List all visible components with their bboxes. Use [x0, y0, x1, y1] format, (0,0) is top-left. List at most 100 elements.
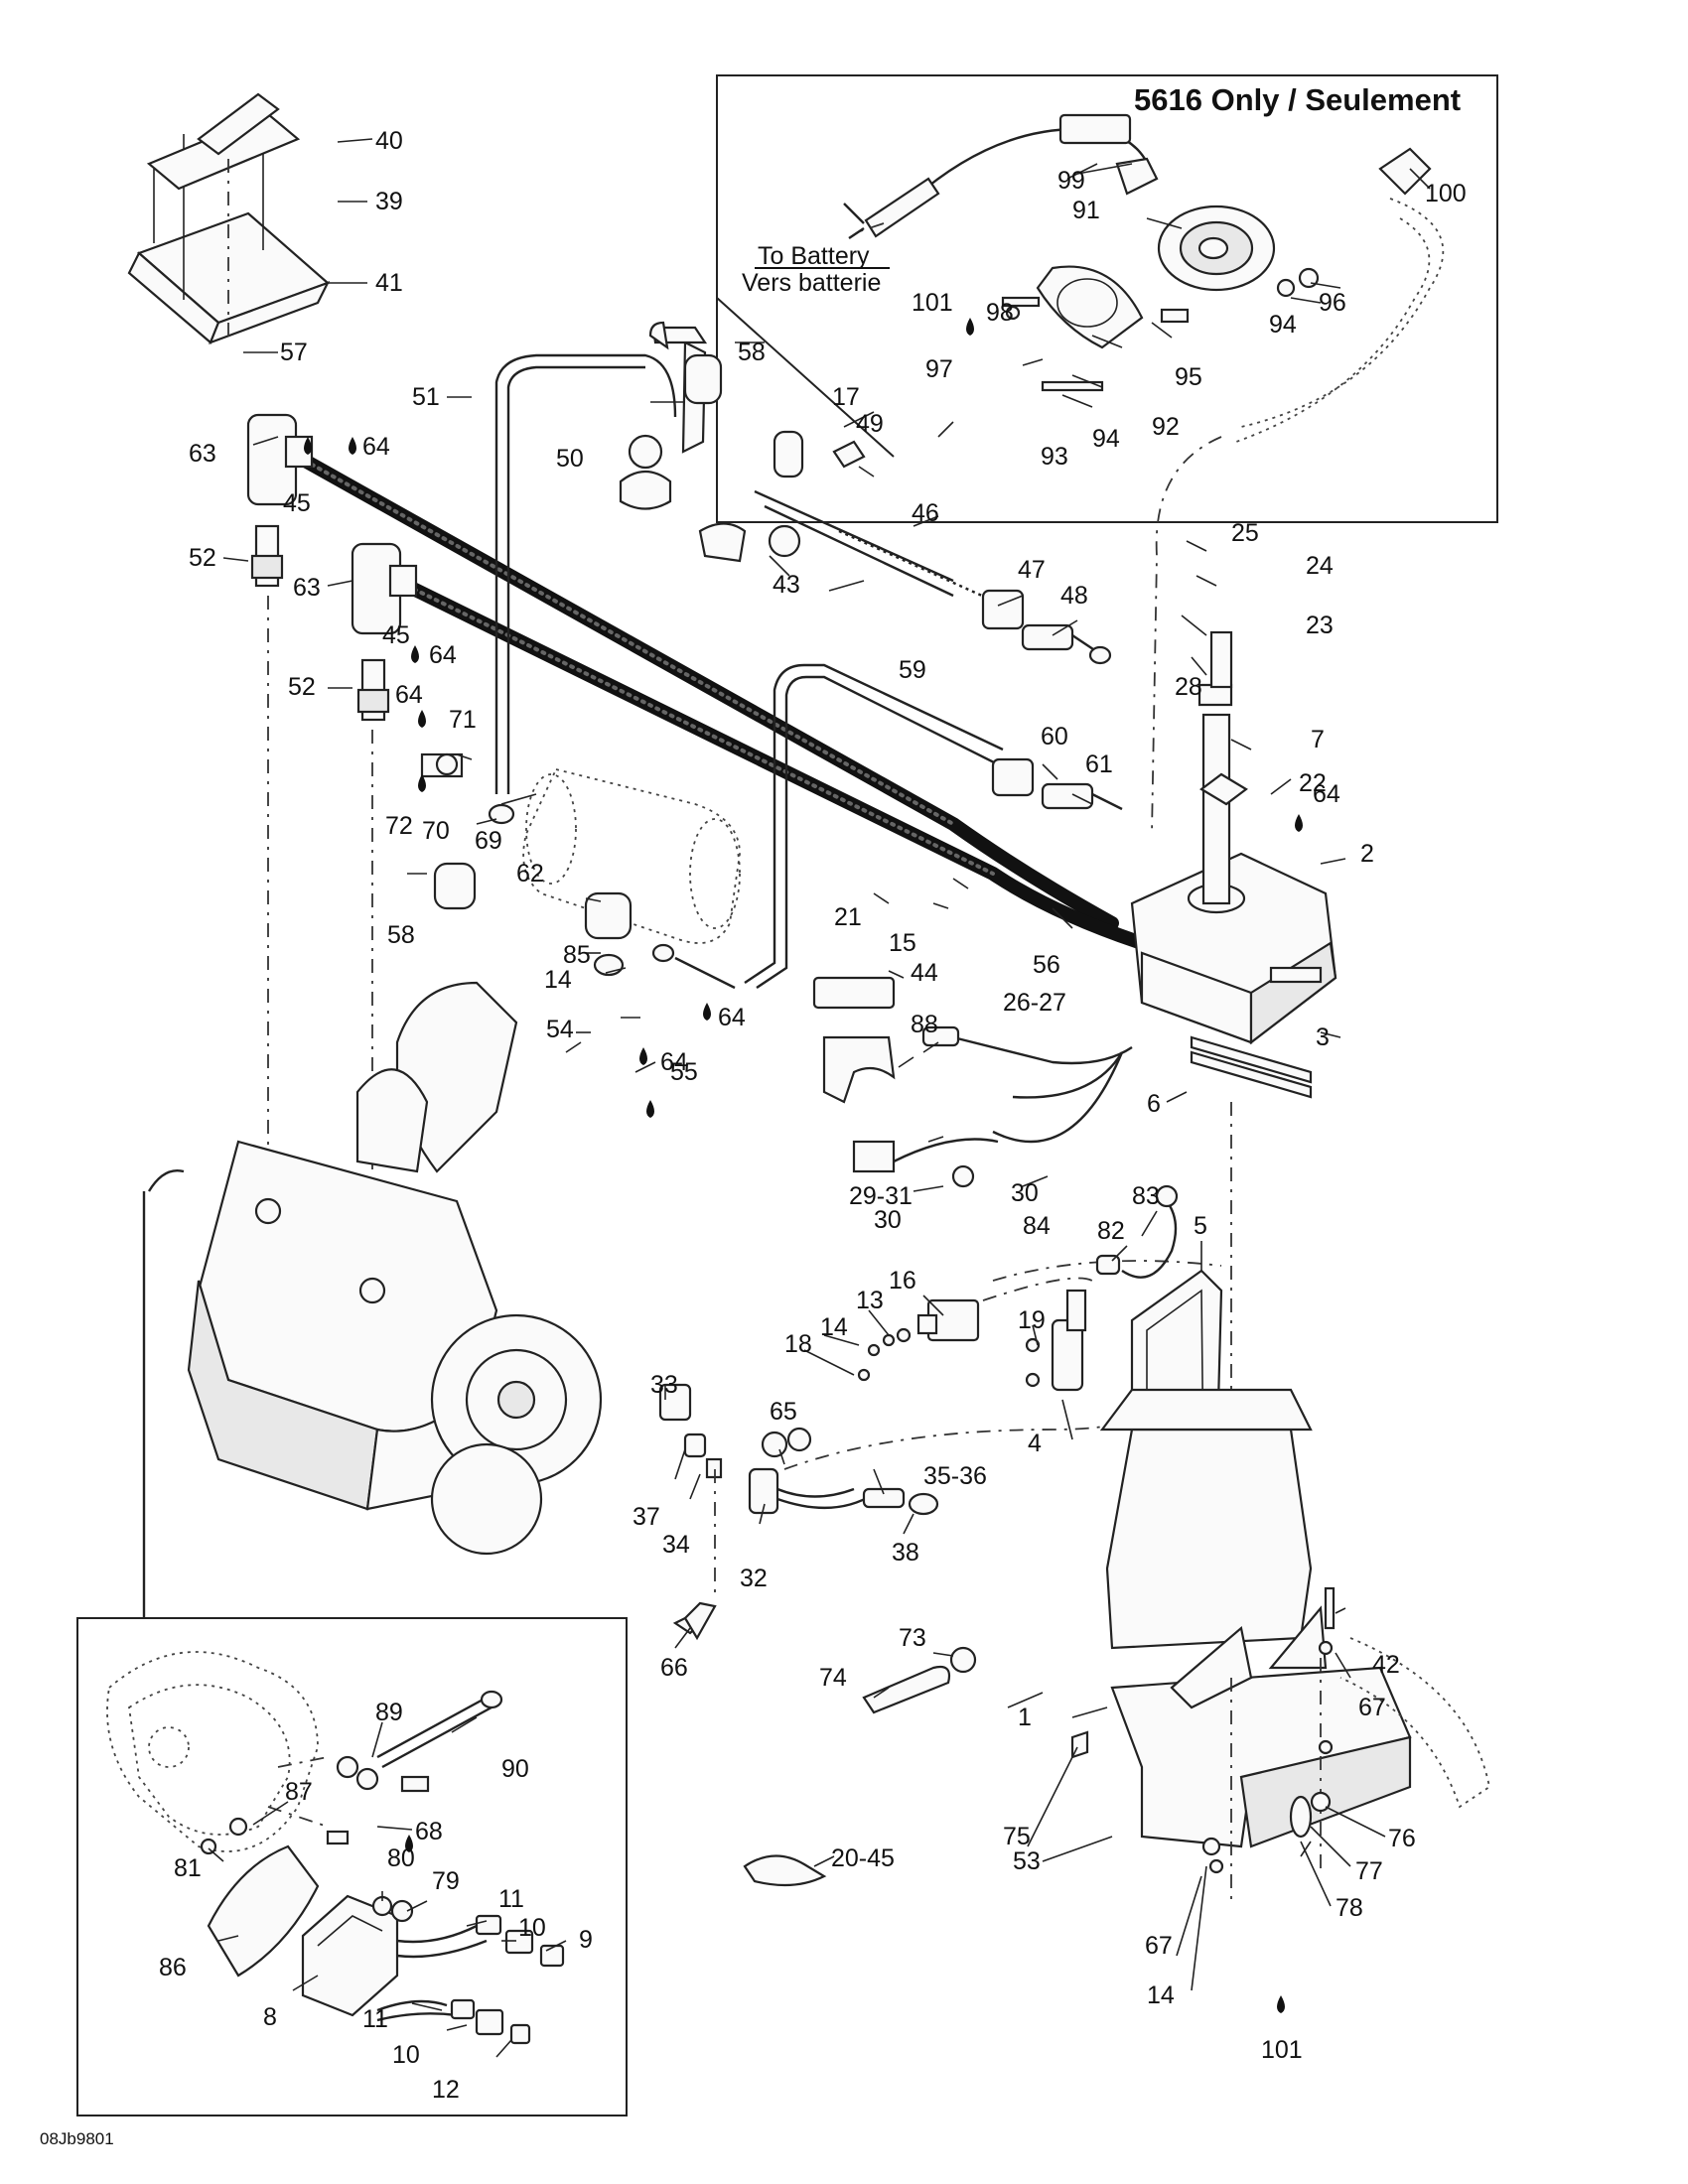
callout-7: 7 — [1311, 726, 1325, 753]
callout-101a: 101 — [912, 289, 953, 317]
ignition-coil — [1051, 1289, 1087, 1392]
bracket-6 — [1190, 1035, 1313, 1099]
callout-90: 90 — [501, 1755, 529, 1783]
callout-37: 37 — [633, 1503, 660, 1531]
tie-wrap-74 — [862, 1665, 951, 1714]
callout-55: 55 — [670, 1058, 698, 1086]
callout-49: 49 — [856, 410, 884, 438]
wing-nut — [648, 321, 669, 350]
spark-plug-1 — [250, 524, 284, 588]
title-5616-only: 5616 Only / Seulement — [1134, 82, 1461, 117]
callout-56: 56 — [1033, 951, 1060, 979]
spark-plug-cap-1 — [246, 413, 314, 506]
regulator-harness — [376, 1914, 565, 2045]
callout-77: 77 — [1355, 1857, 1383, 1885]
battery-rack — [127, 92, 331, 344]
callout-99: 99 — [1057, 167, 1085, 195]
callout-30b: 30 — [1011, 1179, 1039, 1207]
callout-21: 21 — [834, 903, 862, 931]
callout-42: 42 — [1372, 1651, 1400, 1679]
callout-94a: 94 — [1092, 425, 1120, 453]
solenoid-bracket — [1036, 265, 1144, 349]
callout-66: 66 — [660, 1654, 688, 1682]
callout-10a: 10 — [518, 1914, 546, 1942]
callout-38: 38 — [892, 1539, 919, 1567]
callout-labels: 1 2 3 4 5 6 7 8 9 10 10 11 11 12 13 14 1… — [159, 127, 1467, 2104]
callout-64e: 64 — [718, 1004, 746, 1031]
leader-lines — [208, 138, 1431, 2058]
callout-22: 22 — [1299, 769, 1327, 797]
drawing-code: 08Jb9801 — [40, 2129, 114, 2148]
callout-26-27: 26-27 — [1003, 989, 1066, 1017]
callout-23: 23 — [1306, 612, 1334, 639]
callout-85: 85 — [563, 941, 591, 969]
callout-92: 92 — [1152, 413, 1180, 441]
callout-2: 2 — [1360, 840, 1374, 868]
callout-75: 75 — [1003, 1823, 1031, 1850]
vers-batterie-label: Vers batterie — [742, 269, 881, 297]
callout-81: 81 — [174, 1854, 202, 1882]
holder-88 — [822, 1035, 896, 1104]
callout-19: 19 — [1018, 1306, 1046, 1334]
starter-motor — [522, 767, 741, 944]
callout-91: 91 — [1072, 197, 1100, 224]
callout-60: 60 — [1041, 723, 1068, 751]
callout-100: 100 — [1425, 180, 1467, 207]
callout-40: 40 — [375, 127, 403, 155]
callout-73: 73 — [899, 1624, 926, 1652]
callout-58b: 58 — [387, 921, 415, 949]
callout-61: 61 — [1085, 751, 1113, 778]
ground-strap-90 — [376, 1690, 503, 1769]
callout-44: 44 — [911, 959, 938, 987]
cable-to-solenoid-dotted — [1151, 198, 1445, 835]
callout-59: 59 — [899, 656, 926, 684]
callout-8: 8 — [263, 2003, 277, 2031]
connector-33 — [658, 1383, 692, 1422]
starter-cable-51 — [494, 353, 677, 794]
callout-76: 76 — [1388, 1825, 1416, 1852]
callout-64f: 64 — [660, 1048, 688, 1076]
callout-11a: 11 — [498, 1885, 524, 1913]
battery — [1099, 1388, 1313, 1650]
callout-89: 89 — [375, 1699, 403, 1726]
callout-95: 95 — [1175, 363, 1202, 391]
callout-64b: 64 — [429, 641, 457, 669]
callout-35-36: 35-36 — [923, 1462, 987, 1490]
callout-47: 47 — [1018, 556, 1046, 584]
cable-clamp-50 — [619, 434, 672, 510]
engine-block — [187, 981, 603, 1556]
voltage-regulator — [301, 1894, 399, 2017]
callout-78: 78 — [1336, 1894, 1363, 1922]
callout-71: 71 — [449, 706, 477, 734]
callout-74: 74 — [819, 1664, 847, 1692]
callout-96: 96 — [1319, 289, 1346, 317]
callout-50: 50 — [556, 445, 584, 473]
harness-26-27 — [852, 1025, 1133, 1188]
callout-12: 12 — [432, 2076, 460, 2104]
callout-98: 98 — [986, 299, 1014, 327]
callout-16: 16 — [889, 1267, 916, 1295]
spark-plug-2 — [356, 658, 390, 722]
callout-80: 80 — [387, 1844, 415, 1872]
callout-67a: 67 — [1358, 1694, 1386, 1721]
callout-15: 15 — [889, 929, 916, 957]
callout-29-31: 29-31 — [849, 1182, 913, 1210]
callout-3: 3 — [1316, 1024, 1330, 1051]
callout-39: 39 — [375, 188, 403, 215]
callout-62: 62 — [516, 860, 544, 887]
starter-solenoid — [1157, 205, 1276, 292]
callout-58a: 58 — [738, 339, 766, 366]
callout-10b: 10 — [392, 2041, 420, 2069]
battery-strap — [1339, 1637, 1491, 1809]
callout-52a: 52 — [189, 544, 216, 572]
callout-64d: 64 — [1313, 780, 1340, 808]
callout-1: 1 — [1018, 1704, 1032, 1731]
callout-53: 53 — [1013, 1847, 1041, 1875]
callout-51: 51 — [412, 383, 440, 411]
callout-54: 54 — [546, 1016, 574, 1043]
spark-plug-cap-2 — [351, 542, 418, 635]
inset-frame-regulator — [76, 1617, 628, 2116]
callout-14b: 14 — [544, 966, 572, 994]
callout-4: 4 — [1028, 1430, 1042, 1457]
